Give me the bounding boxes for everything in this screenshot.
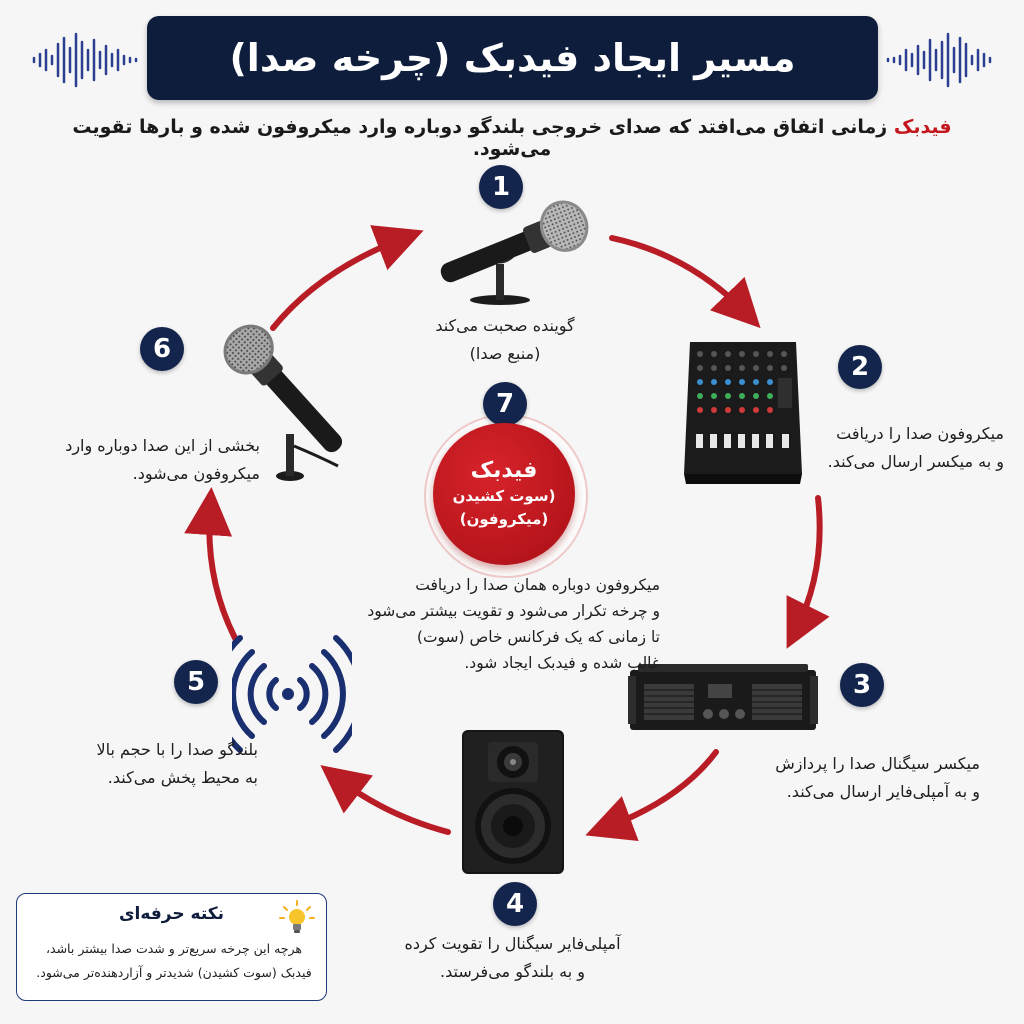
- lightbulb-icon: [279, 900, 315, 933]
- speaker-icon: [462, 730, 564, 874]
- microphone-tilted-icon: [223, 324, 343, 481]
- step-1-badge: 1: [479, 165, 523, 209]
- subtitle-text: زمانی اتفاق می‌افتد که صدای خروجی بلندگو…: [72, 116, 894, 160]
- arrow-4-to-5: [320, 765, 451, 835]
- arrow-5-to-6: [184, 487, 239, 643]
- microphone-on-stand-icon: [440, 200, 589, 305]
- step-6-badge: 6: [140, 327, 184, 371]
- step-2-badge: 2: [838, 345, 882, 389]
- feedback-description: میکروفون دوباره همان صدا را دریافت و چرخ…: [367, 576, 660, 672]
- arrow-1-to-2: [609, 235, 761, 329]
- arrow-6-to-1: [270, 225, 424, 331]
- step-5-caption: بلندگو صدا را با حجم بالا به محیط پخش می…: [96, 740, 258, 787]
- sound-waves-icon: [232, 635, 352, 753]
- step-3-caption: میکسر سیگنال صدا را پردازش و به آمپلی‌فا…: [775, 754, 980, 801]
- step-7-badge: 7: [483, 382, 527, 426]
- title-banner: مسیر ایجاد فیدبک (چرخه صدا): [147, 16, 878, 100]
- sound-wave-left-icon: [32, 32, 138, 88]
- subtitle: فیدبک زمانی اتفاق می‌افتد که صدای خروجی …: [30, 116, 994, 160]
- step-3-badge: 3: [840, 663, 884, 707]
- page-title: مسیر ایجاد فیدبک (چرخه صدا): [229, 36, 796, 80]
- step-2-caption: میکروفون صدا را دریافت و به میکسر ارسال …: [827, 424, 1004, 471]
- feedback-sub-1: (سوت کشیدن: [452, 486, 556, 505]
- audio-mixer-icon: [684, 342, 802, 484]
- step-4-badge: 4: [493, 882, 537, 926]
- sound-wave-right-icon: [886, 32, 992, 88]
- step-4-caption: آمپلی‌فایر سیگنال را تقویت کرده و به بلن…: [404, 934, 621, 981]
- step-6-caption: بخشی از این صدا دوباره وارد میکروفون می‌…: [65, 436, 260, 483]
- tip-text: هرچه این چرخه سریع‌تر و شدت صدا بیشتر با…: [36, 941, 312, 980]
- feedback-sub-2: (میکروفون): [459, 509, 549, 528]
- arrow-3-to-4: [585, 749, 719, 842]
- feedback-circle: فیدبک (سوت کشیدن (میکروفون): [433, 423, 575, 565]
- step-1-caption: گوینده صحبت می‌کند (منبع صدا): [435, 316, 575, 363]
- feedback-title: فیدبک: [470, 457, 538, 483]
- step-5-badge: 5: [174, 660, 218, 704]
- power-amplifier-icon: [628, 664, 818, 730]
- subtitle-highlight: فیدبک: [893, 116, 952, 138]
- arrow-2-to-3: [786, 495, 830, 649]
- tip-title: نکته حرفه‌ای: [118, 904, 225, 924]
- tip-box: نکته حرفه‌ای هرچه این چرخه سریع‌تر و شدت…: [16, 893, 327, 1001]
